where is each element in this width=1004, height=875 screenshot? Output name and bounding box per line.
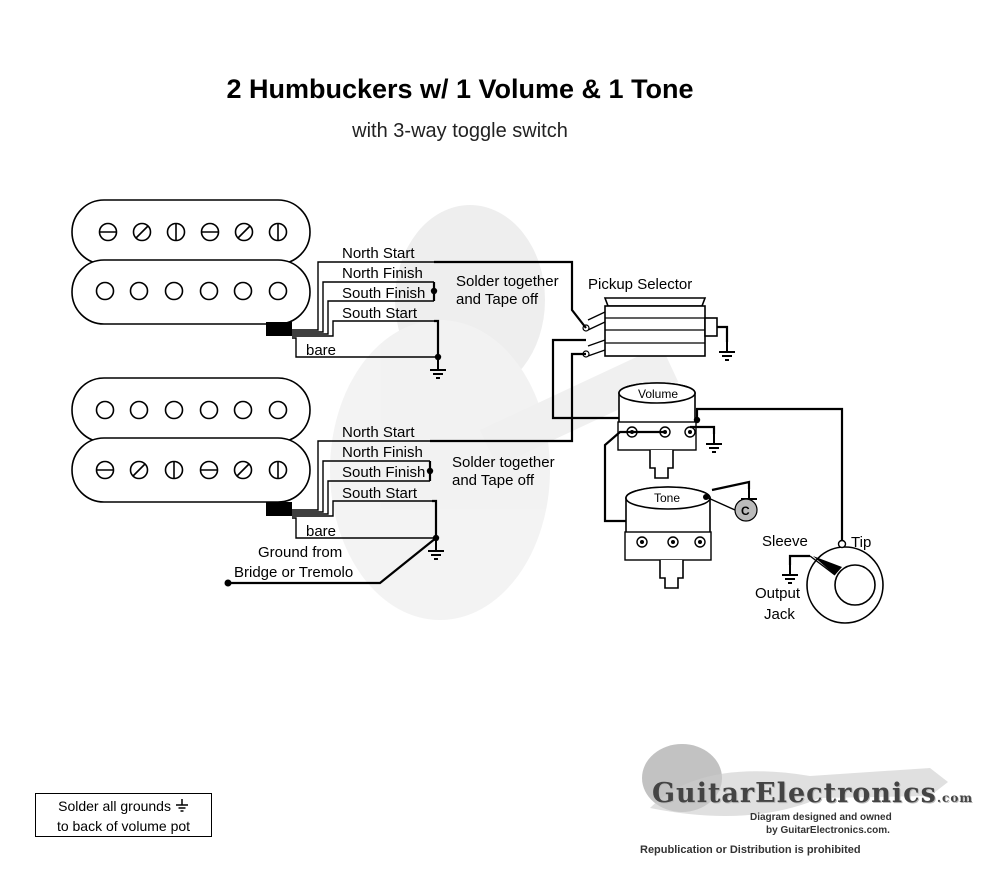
- neck-solder-note-1: Solder together: [456, 273, 559, 290]
- logo-wordmark: GuitarElectronics.com: [652, 778, 974, 809]
- ground-note-1: Ground from: [258, 544, 342, 561]
- solder-point-icon: [434, 353, 442, 361]
- tone-pot: [624, 486, 712, 589]
- wire-volume-to-tone: [603, 430, 665, 523]
- bridge-pickup-lead: [224, 440, 445, 587]
- capacitor-label: C: [741, 504, 750, 518]
- ground-symbol-icon: [175, 799, 188, 812]
- diagram-subtitle: with 3-way toggle switch: [352, 120, 568, 142]
- diagram-title: 2 Humbuckers w/ 1 Volume & 1 Tone: [226, 74, 694, 104]
- neck-pickup-lead: [292, 261, 447, 379]
- bridge-wire-south-finish: South Finish: [342, 464, 425, 481]
- guitarelectronics-logo: GuitarElectronics.com Diagram designed a…: [630, 738, 972, 860]
- neck-wire-south-finish: South Finish: [342, 285, 425, 302]
- solder-point-icon: [693, 416, 701, 424]
- solder-point-icon: [703, 494, 709, 500]
- logo-caption-1: Diagram designed and owned: [750, 812, 892, 823]
- jack-sleeve-label: Sleeve: [762, 533, 808, 550]
- logo-guitar-graphic: [642, 744, 948, 816]
- neck-wire-bare: bare: [306, 342, 336, 359]
- jack-tip-label: Tip: [851, 534, 871, 551]
- neck-solder-note-2: and Tape off: [456, 291, 539, 308]
- tone-label: Tone: [654, 491, 680, 505]
- wire-bridge-to-selector: [430, 352, 586, 443]
- solder-point-icon: [430, 287, 438, 295]
- bridge-solder-note-2: and Tape off: [452, 472, 535, 489]
- wire-neck-to-selector: [434, 260, 587, 329]
- ground-note-2: Bridge or Tremolo: [234, 564, 353, 581]
- bridge-wire-bare: bare: [306, 523, 336, 540]
- neck-wire-south-start: South Start: [342, 305, 418, 322]
- bridge-wire-south-start: South Start: [342, 485, 418, 502]
- footer-note-line1: Solder all grounds: [58, 798, 171, 814]
- wire-volume-to-jack: [695, 407, 844, 540]
- footer-note-line2: to back of volume pot: [56, 818, 191, 834]
- bridge-solder-note-1: Solder together: [452, 454, 555, 471]
- selector-label: Pickup Selector: [588, 276, 692, 293]
- capacitor-icon: [734, 498, 758, 522]
- logo-caption-3: Republication or Distribution is prohibi…: [640, 844, 861, 856]
- logo-caption-2: by GuitarElectronics.com.: [766, 825, 890, 836]
- output-jack: [806, 539, 884, 624]
- watermark-guitarist: [330, 205, 679, 620]
- ground-instruction-note: Solder all grounds to back of volume pot: [35, 793, 212, 837]
- humbucker-neck: [71, 199, 311, 336]
- humbucker-bridge: [71, 377, 311, 516]
- solder-point-icon: [224, 579, 232, 587]
- bridge-wire-north-finish: North Finish: [342, 444, 423, 461]
- solder-point-icon: [426, 467, 434, 475]
- jack-label-1: Output: [755, 585, 801, 602]
- neck-wire-north-start: North Start: [342, 245, 415, 262]
- volume-pot: [617, 382, 697, 479]
- jack-label-2: Jack: [764, 606, 795, 623]
- pickup-selector-switch: [582, 297, 718, 358]
- neck-wire-north-finish: North Finish: [342, 265, 423, 282]
- bridge-wire-north-start: North Start: [342, 424, 415, 441]
- volume-label: Volume: [638, 387, 678, 401]
